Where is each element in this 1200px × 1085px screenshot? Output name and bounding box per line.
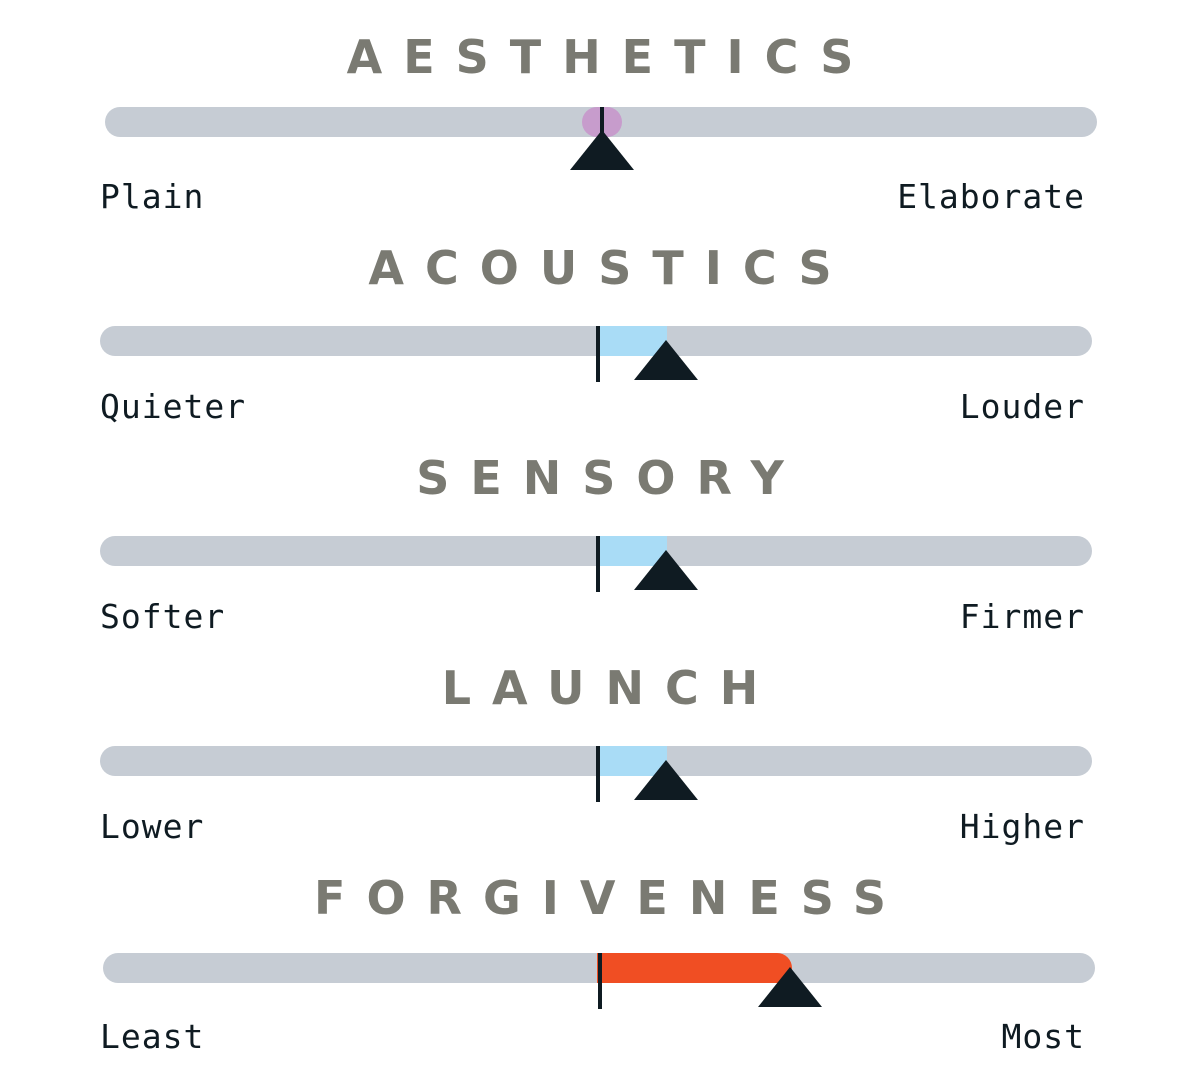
slider-title-launch: LAUNCH [441, 661, 780, 715]
slider-title-forgiveness: FORGIVENESS [314, 871, 907, 925]
slider-center-mark-forgiveness [598, 953, 602, 1009]
slider-center-mark-aesthetics [600, 107, 604, 143]
slider-pointer-sensory[interactable] [634, 550, 698, 590]
slider-left-label-sensory: Softer [100, 597, 226, 636]
slider-center-mark-sensory [596, 536, 600, 592]
slider-left-label-launch: Lower [100, 807, 205, 846]
slider-pointer-aesthetics[interactable] [570, 130, 634, 170]
slider-right-label-acoustics: Louder [959, 387, 1085, 426]
slider-title-acoustics: ACOUSTICS [368, 241, 853, 295]
slider-title-sensory: SENSORY [416, 451, 805, 505]
slider-left-label-forgiveness: Least [100, 1017, 205, 1056]
slider-title-aesthetics: AESTHETICS [346, 30, 875, 84]
slider-right-label-forgiveness: Most [1001, 1017, 1085, 1056]
slider-left-label-aesthetics: Plain [100, 177, 205, 216]
slider-right-label-aesthetics: Elaborate [897, 177, 1085, 216]
slider-left-label-acoustics: Quieter [100, 387, 247, 426]
slider-right-label-launch: Higher [959, 807, 1085, 846]
slider-right-label-sensory: Firmer [959, 597, 1085, 636]
slider-pointer-acoustics[interactable] [634, 340, 698, 380]
slider-pointer-launch[interactable] [634, 760, 698, 800]
slider-center-mark-acoustics [596, 326, 600, 382]
slider-center-mark-launch [596, 746, 600, 802]
slider-pointer-forgiveness[interactable] [758, 967, 822, 1007]
